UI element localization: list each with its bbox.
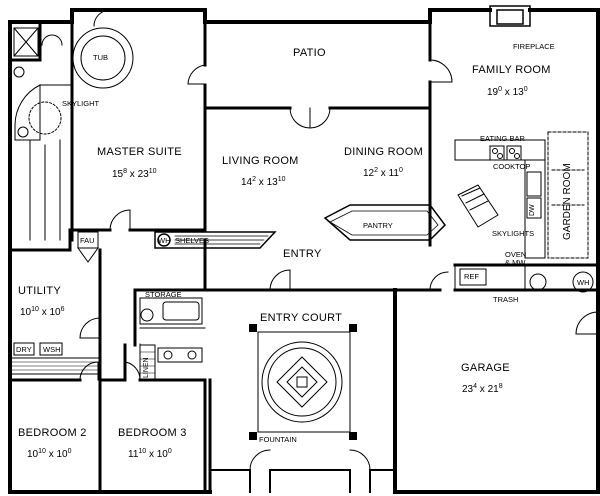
bedroom3-label: BEDROOM 3 bbox=[118, 427, 187, 439]
trash-label: TRASH bbox=[493, 295, 519, 304]
fountain bbox=[257, 331, 351, 433]
shelves bbox=[154, 231, 277, 249]
skylights-label: SKYLIGHTS bbox=[492, 229, 535, 238]
eating-bar-label: EATING BAR bbox=[480, 134, 525, 143]
garage-dimensions: 234 x 218 bbox=[462, 383, 503, 395]
garden-room-outline bbox=[547, 131, 589, 259]
entry-label: ENTRY bbox=[283, 248, 322, 260]
storage-label: STORAGE bbox=[145, 290, 182, 299]
water-heater-shelves-label: WH bbox=[158, 236, 171, 245]
master-bath bbox=[13, 27, 134, 241]
oven-mw-label: & MW bbox=[505, 258, 526, 267]
dining-room-dimensions: 122 x 110 bbox=[363, 167, 403, 179]
master-suite-label: MASTER SUITE bbox=[97, 146, 182, 158]
bedroom3-dimensions: 1110 x 100 bbox=[128, 448, 172, 460]
pantry-label: PANTRY bbox=[363, 221, 393, 230]
fountain-posts bbox=[249, 324, 357, 440]
oven-label: OVEN bbox=[505, 250, 527, 259]
fountain-label: FOUNTAIN bbox=[259, 435, 297, 444]
dishwasher-label: DW bbox=[529, 204, 536, 216]
living-room-label: LIVING ROOM bbox=[222, 155, 299, 167]
hall-bath bbox=[139, 297, 206, 381]
bedroom2-dimensions: 1010 x 100 bbox=[27, 448, 72, 460]
kitchen-counters bbox=[454, 139, 594, 293]
tub-label: TUB bbox=[93, 53, 108, 62]
entry-court-piers bbox=[209, 469, 396, 493]
garden-room-label: GARDEN ROOM bbox=[562, 163, 573, 240]
laundry bbox=[11, 342, 101, 375]
fau-label: FAU bbox=[80, 236, 95, 245]
master-suite-dimensions: 158 x 2310 bbox=[112, 168, 157, 180]
ref-label: REF bbox=[464, 272, 479, 281]
garage-label: GARAGE bbox=[461, 362, 510, 374]
door-swings bbox=[79, 9, 599, 471]
fireplace-label: FIREPLACE bbox=[513, 42, 555, 51]
utility-label: UTILITY bbox=[18, 285, 62, 297]
skylight-label: SKYLIGHT bbox=[62, 99, 100, 108]
interior-walls bbox=[8, 20, 600, 494]
water-heater-label: WH bbox=[577, 278, 590, 287]
fau bbox=[77, 231, 99, 263]
family-room-dimensions: 190 x 130 bbox=[487, 86, 528, 98]
family-room-label: FAMILY ROOM bbox=[472, 64, 551, 76]
dryer-label: DRY bbox=[16, 345, 32, 354]
patio-label: PATIO bbox=[293, 47, 326, 59]
pantry bbox=[323, 204, 446, 241]
washer-label: WSH bbox=[43, 345, 61, 354]
cooktop-label: COOKTOP bbox=[493, 162, 531, 171]
bedroom2-label: BEDROOM 2 bbox=[18, 427, 87, 439]
utility-dimensions: 1010 x 106 bbox=[20, 306, 65, 318]
dining-room-label: DINING ROOM bbox=[344, 146, 424, 158]
shelves-label: SHELVES bbox=[175, 236, 210, 245]
fireplace bbox=[489, 5, 531, 27]
entry-court-label: ENTRY COURT bbox=[260, 312, 343, 324]
linen-label: LINEN bbox=[143, 357, 150, 378]
living-room-dimensions: 142 x 1310 bbox=[241, 176, 286, 188]
